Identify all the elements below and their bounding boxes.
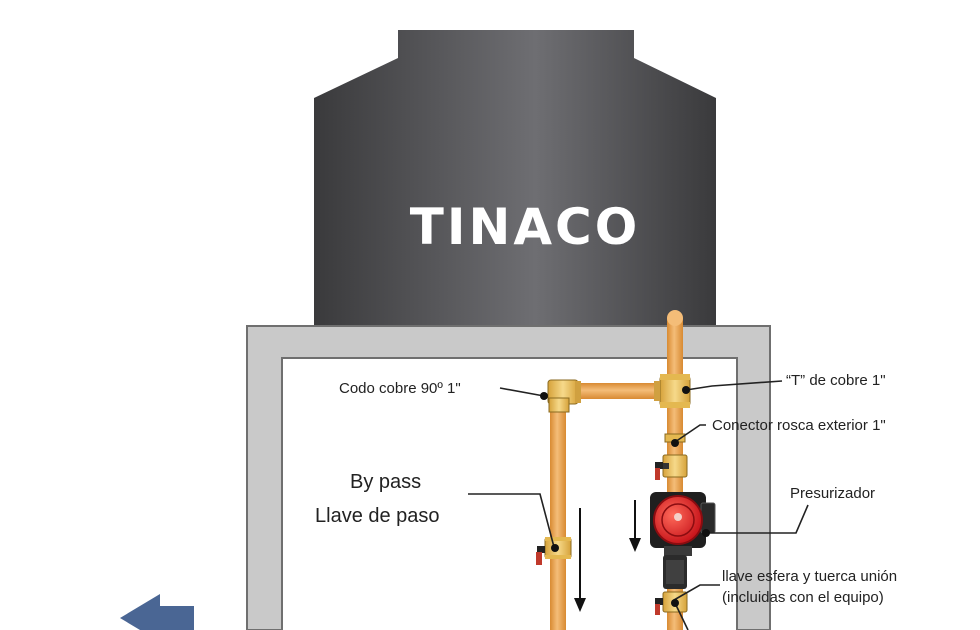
bypass-pipe [550,395,566,630]
label-tee: “T” de cobre 1" [786,372,886,389]
horizontal-pipe [556,383,674,399]
label-connector: Conector rosca exterior 1" [712,417,886,434]
leader-lines [468,380,809,630]
tee-fitting [654,374,691,408]
upper-ball-valve [655,454,688,480]
label-bypass-subtitle: Llave de paso [315,505,440,527]
support-frame [246,325,771,630]
label-valve: llave esfera y tuerca unión [722,568,897,585]
label-bypass-title: By pass [350,471,421,493]
label-pressurizer: Presurizador [790,485,875,502]
tank-title: TINACO [410,198,640,256]
elbow-fitting [547,379,581,413]
union-nut [663,555,687,589]
leader-dots [540,386,710,607]
pressurizer-pump [650,492,716,556]
outlet-pipe-cap [667,310,683,326]
water-tank: TINACO [314,30,716,330]
label-valve-note: (incluidas con el equipo) [722,589,884,606]
label-elbow: Codo cobre 90º 1" [339,380,461,397]
arrow-down-icon [574,508,586,612]
arrow-down-icon [629,500,641,552]
arrow-left-icon [120,594,194,630]
